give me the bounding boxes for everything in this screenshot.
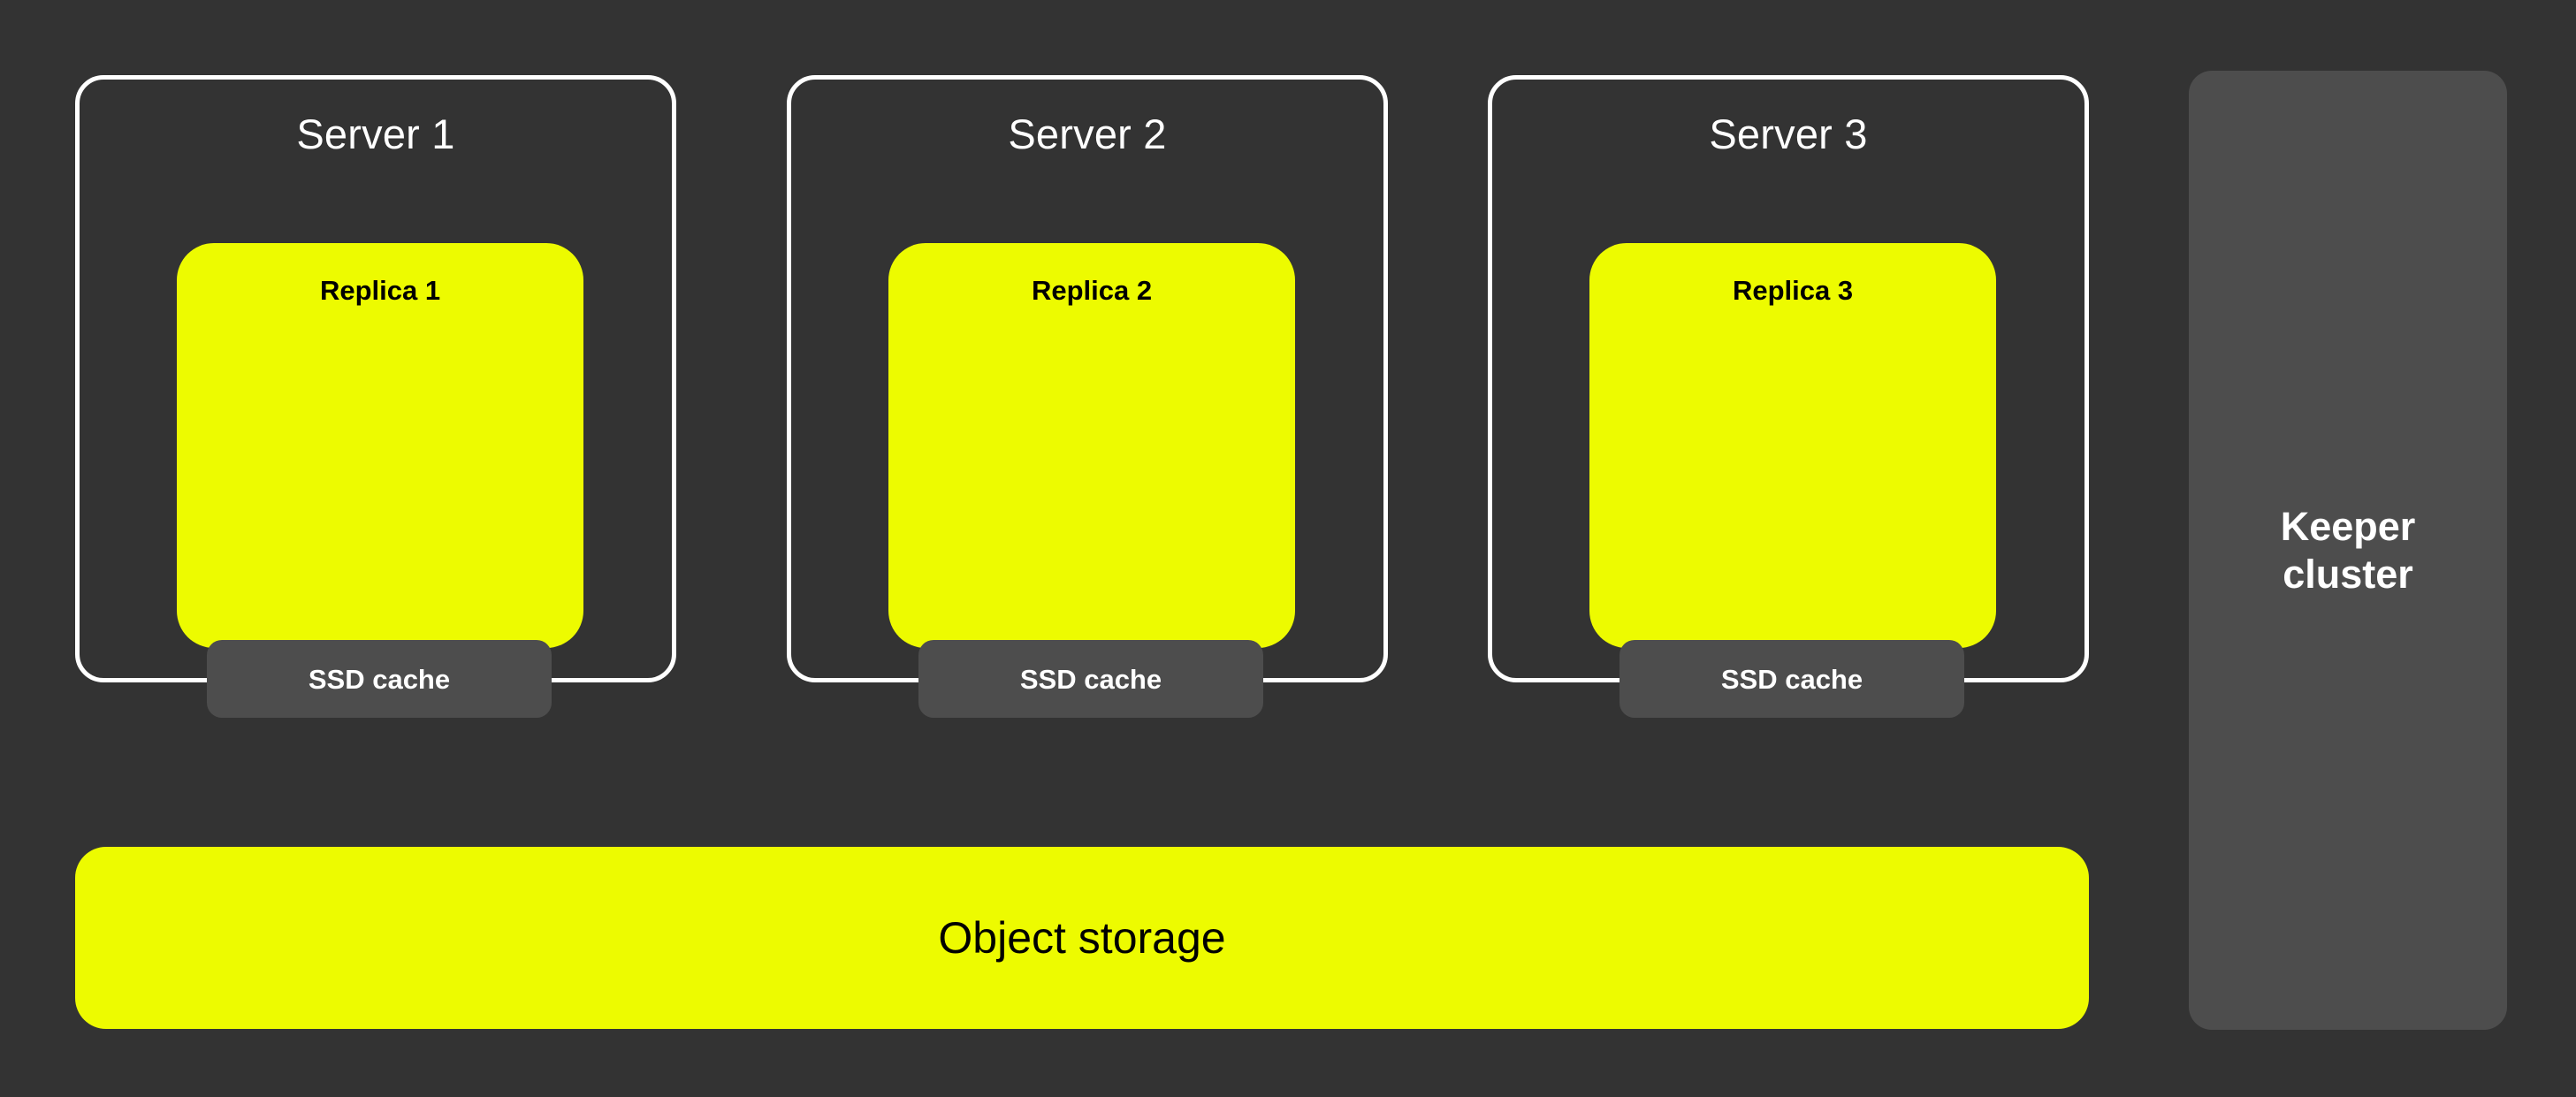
ssd-cache-block-1: SSD cache xyxy=(207,640,552,718)
replica-block-3: Replica 3 xyxy=(1589,243,1996,648)
object-storage-block: Object storage xyxy=(75,847,2089,1029)
ssd-cache-block-2: SSD cache xyxy=(918,640,1263,718)
replica-block-1: Replica 1 xyxy=(177,243,583,648)
ssd-cache-label-2: SSD cache xyxy=(1019,663,1162,695)
server-title-1: Server 1 xyxy=(296,110,455,157)
keeper-cluster-block: Keeper cluster xyxy=(2189,71,2507,1030)
object-storage-label: Object storage xyxy=(938,913,1226,963)
ssd-cache-label-1: SSD cache xyxy=(308,663,451,695)
ssd-cache-label-3: SSD cache xyxy=(1720,663,1863,695)
replica-label-3: Replica 3 xyxy=(1732,275,1854,306)
server-group-2: Server 2 Replica 2 xyxy=(787,75,1388,682)
server-group-3: Server 3 Replica 3 xyxy=(1488,75,2089,682)
replica-label-1: Replica 1 xyxy=(319,275,441,306)
server-title-3: Server 3 xyxy=(1709,110,1868,157)
ssd-cache-block-3: SSD cache xyxy=(1620,640,1964,718)
server-group-1: Server 1 Replica 1 xyxy=(75,75,676,682)
server-title-2: Server 2 xyxy=(1008,110,1167,157)
keeper-cluster-label: Keeper cluster xyxy=(2280,504,2416,597)
replica-label-2: Replica 2 xyxy=(1031,275,1153,306)
replica-block-2: Replica 2 xyxy=(888,243,1295,648)
